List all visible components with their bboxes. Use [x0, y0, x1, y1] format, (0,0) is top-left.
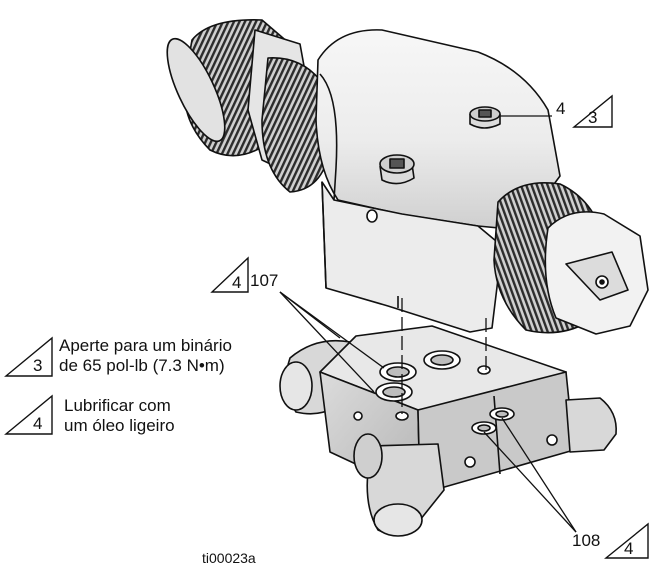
callout-screw-ref: 4: [556, 99, 565, 118]
note-triangle-icon: [604, 522, 649, 559]
top-oring-large: [423, 350, 461, 370]
gun-body: [166, 19, 649, 335]
callout-screw-note: 3: [588, 108, 597, 127]
callout-screw: 4 3: [556, 94, 613, 128]
callout-oring-ref: 107: [250, 271, 278, 290]
legend-torque-symbol: 3: [33, 356, 42, 375]
callout-oring-note: 4: [232, 273, 241, 292]
right-fitting: [565, 397, 617, 453]
callout-port-ref: 108: [572, 531, 600, 550]
callout-ports: 108 4: [572, 522, 649, 559]
note-triangle-icon: [210, 256, 249, 293]
legend-torque-line1: Aperte para um binário: [59, 336, 232, 355]
top-oring-107-a: [379, 362, 417, 382]
legend-item-lubricate: 4 Lubrificar com um óleo ligeiro: [4, 394, 175, 435]
top-oring-107-b: [375, 382, 413, 402]
top-set-screw: [469, 106, 501, 129]
legend-item-torque: 3 Aperte para um binário de 65 pol-lb (7…: [4, 336, 232, 377]
front-port-108-b: [489, 407, 515, 421]
rear-knurled-ring: [261, 57, 331, 193]
figure-id: ti00023a: [202, 550, 256, 566]
legend-lubricate-symbol: 4: [33, 414, 42, 433]
legend-lubricate-line2: um óleo ligeiro: [64, 416, 175, 435]
side-set-screw: [379, 154, 415, 185]
legend-lubricate-line1: Lubrificar com: [64, 396, 171, 415]
manifold-block: [279, 325, 617, 537]
lower-housing: [321, 181, 503, 333]
main-cylinder: [315, 29, 561, 231]
callout-oring: 4 107: [210, 256, 278, 293]
note-triangle-icon: [572, 94, 613, 128]
callout-port-note: 4: [624, 539, 633, 558]
legend: 3 Aperte para um binário de 65 pol-lb (7…: [4, 336, 232, 435]
note-triangle-icon: [4, 394, 53, 435]
legend-torque-line2: de 65 pol-lb (7.3 N•m): [59, 356, 225, 375]
front-port-108-a: [471, 421, 497, 435]
leader-lines: [279, 115, 577, 533]
note-triangle-icon: [4, 336, 53, 377]
